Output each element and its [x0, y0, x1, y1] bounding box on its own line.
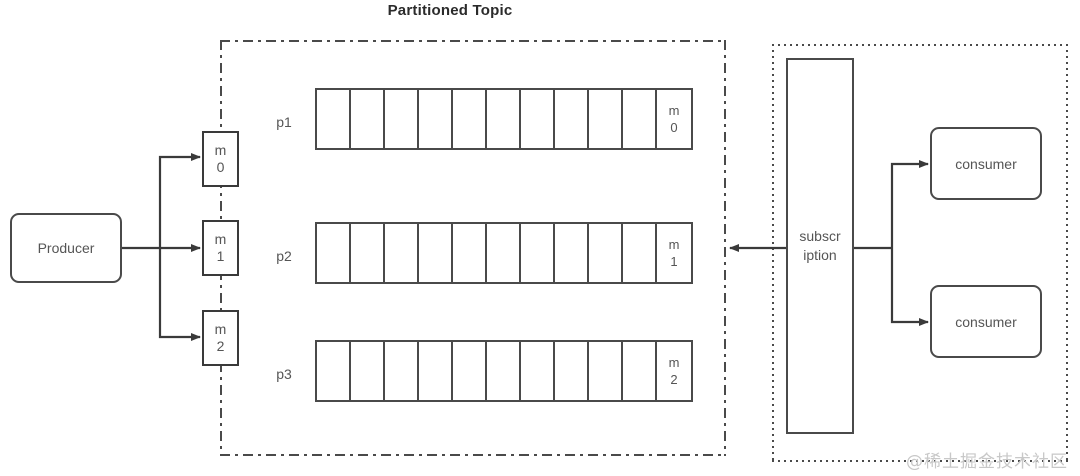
- partition-cell: [385, 224, 419, 282]
- partition-cell: [419, 90, 453, 148]
- message-box-m2[interactable]: m 2: [202, 310, 239, 366]
- partition-cell: [419, 224, 453, 282]
- partition-cell: [385, 90, 419, 148]
- producer-label: Producer: [37, 240, 95, 256]
- consumer-label: consumer: [955, 155, 1017, 172]
- partition-cell: [487, 90, 521, 148]
- cell-line-1: m: [668, 237, 680, 252]
- message-box-m0[interactable]: m 0: [202, 131, 239, 187]
- partition-cell: [453, 90, 487, 148]
- producer-to-m0-arrow: [158, 153, 201, 248]
- cell-line-2: 1: [670, 254, 678, 269]
- partition-cell: [589, 90, 623, 148]
- message-box-m1[interactable]: m 1: [202, 220, 239, 276]
- page-title: Partitioned Topic: [387, 2, 513, 19]
- consumer-box-1[interactable]: consumer: [930, 127, 1042, 200]
- partition-cell: [351, 342, 385, 400]
- producer-to-m2-arrow: [158, 248, 201, 341]
- partition-cell: [351, 90, 385, 148]
- partition-cell: [351, 224, 385, 282]
- partition-cell: [623, 342, 657, 400]
- partition-cell: [521, 90, 555, 148]
- watermark: @稀土掘金技术社区: [906, 452, 1068, 472]
- partition-cell: [589, 224, 623, 282]
- partition-cell: [555, 90, 589, 148]
- partition-cell: [589, 342, 623, 400]
- partition-cell: [453, 224, 487, 282]
- cell-line-2: 0: [670, 120, 678, 135]
- partition-label: p3: [276, 366, 292, 382]
- message-line-1: m: [214, 142, 227, 158]
- partition-cell: [555, 224, 589, 282]
- partition-cell: [555, 342, 589, 400]
- partition-cell: [419, 342, 453, 400]
- cell-line-1: m: [668, 355, 680, 370]
- consumer-box-2[interactable]: consumer: [930, 285, 1042, 358]
- partition-cell: [521, 224, 555, 282]
- producer-box[interactable]: Producer: [10, 213, 122, 283]
- partition-cell: [453, 342, 487, 400]
- subscription-label: subscr iption: [799, 228, 841, 263]
- partition-cell: [521, 342, 555, 400]
- message-line-2: 0: [216, 159, 225, 175]
- partition-cell: [487, 342, 521, 400]
- consumer-label: consumer: [955, 313, 1017, 330]
- message-line-1: m: [214, 231, 227, 247]
- subscription-box[interactable]: subscr iption: [786, 58, 854, 434]
- cell-line-2: 2: [670, 372, 678, 387]
- message-line-2: 2: [216, 338, 225, 354]
- partition-cell: [623, 90, 657, 148]
- partition-cell: [317, 342, 351, 400]
- partition-cell: [317, 224, 351, 282]
- message-line-1: m: [214, 321, 227, 337]
- partition-label: p2: [276, 248, 292, 264]
- partition-cell: [317, 90, 351, 148]
- cell-line-1: m: [668, 103, 680, 118]
- message-line-2: 1: [216, 248, 225, 264]
- partition-cell: [385, 342, 419, 400]
- partition-label: p1: [276, 114, 292, 130]
- partition-cell: [623, 224, 657, 282]
- partition-cell: [487, 224, 521, 282]
